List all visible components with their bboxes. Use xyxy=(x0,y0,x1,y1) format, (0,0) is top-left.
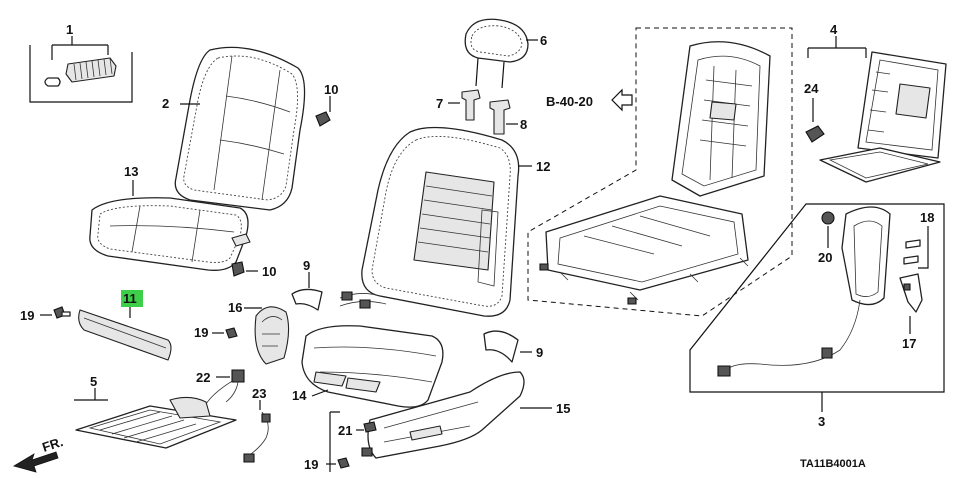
label-part-18[interactable]: 18 xyxy=(920,210,934,225)
part-21-clip[interactable] xyxy=(356,421,377,433)
part-18-clips[interactable] xyxy=(903,226,929,269)
part-19-screw-middle[interactable] xyxy=(212,327,238,339)
label-part-3[interactable]: 3 xyxy=(818,414,825,429)
part-19-screw-bottom[interactable] xyxy=(326,457,350,469)
label-part-10-lower[interactable]: 10 xyxy=(262,264,276,279)
label-part-19-bottom[interactable]: 19 xyxy=(304,457,318,472)
part-8-headrest-guide-lock[interactable] xyxy=(489,99,518,135)
part-11-trim-cover[interactable] xyxy=(78,306,172,361)
label-part-2[interactable]: 2 xyxy=(162,96,169,111)
label-part-14[interactable]: 14 xyxy=(292,388,307,403)
label-part-20[interactable]: 20 xyxy=(818,250,832,265)
label-part-13[interactable]: 13 xyxy=(124,164,138,179)
label-part-17[interactable]: 17 xyxy=(902,336,916,351)
label-part-8[interactable]: 8 xyxy=(520,117,527,132)
reference-arrow-icon xyxy=(611,88,633,112)
part-4-seatback-panel[interactable] xyxy=(807,36,947,183)
part-13-cushion-cover[interactable] xyxy=(89,180,251,271)
part-19-screw-left[interactable] xyxy=(40,306,71,319)
label-part-9-upper[interactable]: 9 xyxy=(303,258,310,273)
front-marker-label: FR. xyxy=(40,434,65,455)
part-10-clip-lower[interactable] xyxy=(231,261,258,277)
label-part-10-upper[interactable]: 10 xyxy=(324,82,338,97)
reference-label[interactable]: B-40-20 xyxy=(546,94,593,109)
part-15-side-trim[interactable] xyxy=(329,371,552,472)
seatback-harness xyxy=(339,291,387,309)
label-part-19-left[interactable]: 19 xyxy=(20,308,34,323)
label-part-4[interactable]: 4 xyxy=(830,22,838,37)
label-part-24[interactable]: 24 xyxy=(804,81,819,96)
label-part-11[interactable]: 11 xyxy=(123,291,137,306)
part-17-bracket[interactable] xyxy=(899,273,923,334)
part-5-cushion-frame[interactable] xyxy=(74,379,237,449)
part-7-headrest-guide[interactable] xyxy=(448,89,481,121)
part-1-clip-kit[interactable] xyxy=(29,36,133,103)
part-9-strap-upper[interactable] xyxy=(291,272,323,311)
label-part-12[interactable]: 12 xyxy=(536,159,550,174)
part-19-bracket xyxy=(361,447,373,457)
part-9-strap-lower[interactable] xyxy=(483,330,532,363)
highlight-part-11 xyxy=(121,290,143,307)
part-23-harness[interactable] xyxy=(243,400,271,463)
front-arrow-icon xyxy=(12,451,59,473)
part-6-headrest[interactable] xyxy=(464,18,538,89)
label-part-23[interactable]: 23 xyxy=(252,386,266,401)
label-part-21[interactable]: 21 xyxy=(338,423,352,438)
seat-frame-assembly[interactable] xyxy=(527,27,793,317)
part-10-clip-upper[interactable] xyxy=(315,96,331,127)
part-20-nut[interactable] xyxy=(821,211,835,248)
label-part-5[interactable]: 5 xyxy=(90,374,97,389)
part-14-cushion-pad[interactable] xyxy=(301,325,444,408)
part-24-clip[interactable] xyxy=(805,98,825,143)
diagram-code: TA11B4001A xyxy=(800,458,866,470)
label-part-7[interactable]: 7 xyxy=(436,96,443,111)
part-2-seatback-cover[interactable] xyxy=(174,46,306,211)
label-part-1[interactable]: 1 xyxy=(66,22,73,37)
part-16-recline-cover[interactable] xyxy=(244,306,290,365)
part-3-side-airbag[interactable] xyxy=(689,203,945,412)
label-part-6[interactable]: 6 xyxy=(540,33,547,48)
label-part-15[interactable]: 15 xyxy=(556,401,570,416)
label-part-22[interactable]: 22 xyxy=(196,370,210,385)
label-part-9-lower[interactable]: 9 xyxy=(536,345,543,360)
part-22-connector[interactable] xyxy=(216,369,245,403)
label-part-16[interactable]: 16 xyxy=(228,300,242,315)
label-part-19-middle[interactable]: 19 xyxy=(194,325,208,340)
part-12-seatback-pad[interactable] xyxy=(361,126,532,317)
